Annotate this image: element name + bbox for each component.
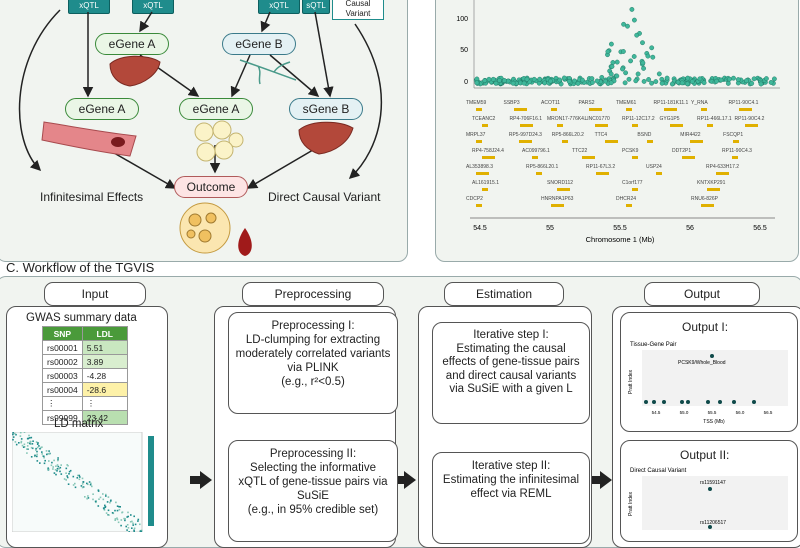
out1-xtick-4: 56.5 xyxy=(764,410,773,415)
prep2-body: Selecting the informative xQTL of gene-t… xyxy=(235,461,391,503)
out2-plot-title: Direct Causal Variant xyxy=(630,468,687,474)
out2-point-1-label: rs11591147 xyxy=(700,480,726,486)
estimation-step-1: Iterative step I: Estimating the causal … xyxy=(432,322,590,424)
output-2-title: Output II: xyxy=(680,448,729,462)
out1-xtick-1: 55.0 xyxy=(680,410,689,415)
prep2-example: (e.g., in 95% credible set) xyxy=(235,503,391,517)
ld-cell xyxy=(141,531,143,532)
out1-xtick-2: 55.5 xyxy=(708,410,717,415)
est1-title: Iterative step I: xyxy=(439,329,583,343)
prep1-body: LD-clumping for extracting moderately co… xyxy=(235,333,391,375)
output-1-plot: Tissue-Gene Pair Pratt Index PCSK9/Whole… xyxy=(624,336,792,426)
out1-xtick-3: 56.0 xyxy=(736,410,745,415)
out1-ylabel: Pratt Index xyxy=(628,369,634,394)
out2-ylabel: Pratt Index xyxy=(628,491,634,516)
out2-point-1 xyxy=(708,487,712,491)
output-header: Output xyxy=(644,282,760,306)
estimation-step-2: Iterative step II: Estimating the infini… xyxy=(432,452,590,544)
prep2-title: Preprocessing II: xyxy=(235,447,391,461)
est2-body: Estimating the infinitesimal effect via … xyxy=(439,473,583,501)
out1-point-label: PCSK9/Whole_Blood xyxy=(678,360,726,366)
preprocessing-step-2: Preprocessing II: Selecting the informat… xyxy=(228,440,398,542)
prep1-example: (e.g., r²<0.5) xyxy=(235,375,391,389)
out1-xlabel: TSS (Mb) xyxy=(703,419,725,425)
output-2-plot: Direct Causal Variant Pratt Index rs1159… xyxy=(624,464,792,530)
est1-body: Estimating the causal effects of gene-ti… xyxy=(439,343,583,397)
preprocessing-step-1: Preprocessing I: LD-clumping for extract… xyxy=(228,312,398,414)
out2-point-2-label: rs11206517 xyxy=(700,520,726,526)
ld-cell xyxy=(128,531,130,532)
preprocessing-header: Preprocessing xyxy=(242,282,384,306)
output-1-title: Output I: xyxy=(682,320,728,334)
out2-point-2 xyxy=(708,525,712,529)
out1-xtick-0: 54.5 xyxy=(652,410,661,415)
est2-title: Iterative step II: xyxy=(439,459,583,473)
estimation-header: Estimation xyxy=(444,282,564,306)
out1-top-point xyxy=(710,354,714,358)
prep1-title: Preprocessing I: xyxy=(235,319,391,333)
out1-plot-title: Tissue-Gene Pair xyxy=(630,342,676,348)
